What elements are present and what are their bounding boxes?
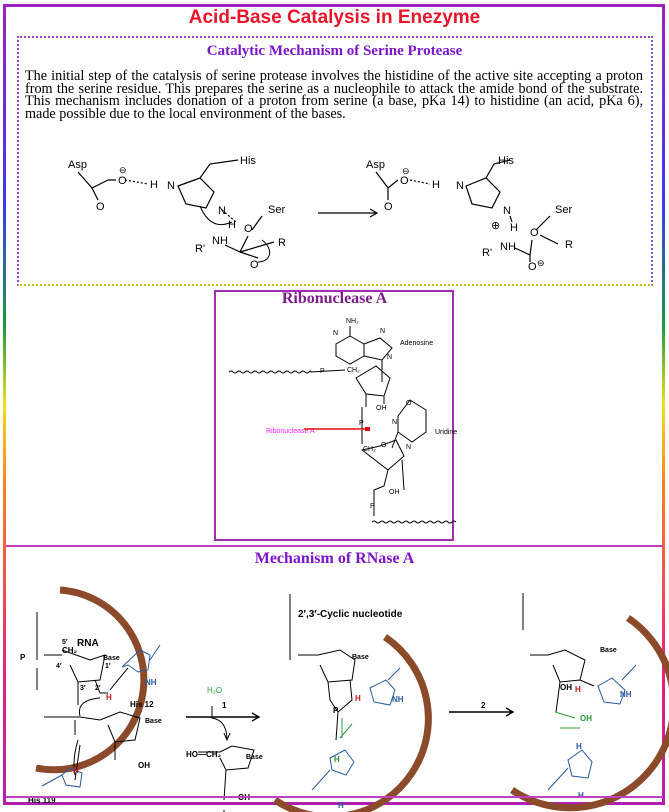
svg-text:CH₂: CH₂	[347, 367, 360, 374]
svg-text:N: N	[406, 444, 411, 451]
svg-text:OH: OH	[376, 405, 387, 412]
svg-text:Uridine: Uridine	[435, 429, 457, 436]
svg-text:P: P	[370, 503, 375, 510]
svg-text:O: O	[96, 201, 105, 213]
svg-text:⊖: ⊖	[119, 165, 127, 175]
svg-text:3′: 3′	[80, 685, 86, 692]
svg-text:Adenosine: Adenosine	[400, 340, 433, 347]
svg-text:CH₂: CH₂	[62, 646, 78, 655]
svg-text:R': R'	[195, 243, 205, 255]
svg-text:P: P	[333, 706, 339, 715]
svg-text:O: O	[250, 259, 259, 271]
ribonuclease-heading: Ribonuclease A	[281, 290, 388, 307]
svg-text:H: H	[228, 219, 236, 231]
svg-text:H: H	[576, 742, 582, 751]
svg-text:Base: Base	[352, 654, 369, 661]
svg-text:H: H	[338, 801, 344, 810]
svg-text:R: R	[565, 239, 573, 251]
svg-text:1: 1	[222, 701, 227, 710]
svg-text:Ser: Ser	[555, 204, 572, 216]
svg-text:H: H	[334, 755, 340, 764]
svg-text:O: O	[530, 227, 539, 239]
enzyme-surface-arc-2	[273, 634, 432, 812]
svg-text:OH: OH	[138, 761, 150, 770]
svg-text:O: O	[400, 175, 409, 187]
svg-text:2′: 2′	[95, 685, 101, 692]
svg-text:⊕: ⊕	[491, 220, 500, 232]
svg-text:RNA: RNA	[77, 638, 99, 649]
svg-text:OH: OH	[580, 714, 592, 723]
outer-frame	[3, 4, 665, 805]
svg-text:H₂O: H₂O	[207, 686, 222, 695]
svg-text:His: His	[240, 155, 256, 167]
svg-text:NH₂: NH₂	[346, 318, 359, 325]
svg-text:H: H	[355, 694, 361, 703]
rnase-mechanism-heading: Mechanism of RNase A	[254, 550, 415, 567]
svg-text:Base: Base	[600, 647, 617, 654]
svg-text:Base: Base	[145, 718, 162, 725]
enzyme-surface-arc-3	[510, 615, 669, 812]
svg-text:His 12: His 12	[130, 700, 154, 709]
svg-text:O: O	[384, 201, 393, 213]
svg-text:2: 2	[481, 701, 486, 710]
svg-text:N: N	[167, 180, 175, 192]
svg-text:HO—CH₂: HO—CH₂	[186, 750, 222, 759]
svg-text:N: N	[456, 180, 464, 192]
serine-protease-panel	[17, 36, 653, 286]
serine-protease-heading: Catalytic Mechanism of Serine Protease	[206, 43, 463, 59]
section-divider	[6, 545, 663, 547]
svg-text:1′: 1′	[105, 663, 111, 670]
svg-text:N: N	[333, 330, 338, 337]
svg-text:O: O	[528, 261, 537, 273]
serine-protease-description: The initial step of the catalysis of ser…	[25, 68, 643, 122]
svg-text:R: R	[278, 237, 286, 249]
svg-text:2′,3′-Cyclic nucleotide: 2′,3′-Cyclic nucleotide	[298, 609, 403, 620]
svg-text:N: N	[218, 205, 226, 217]
svg-text:Asp: Asp	[68, 159, 87, 171]
svg-text:Ribonuclease A: Ribonuclease A	[266, 428, 315, 435]
svg-text:P: P	[20, 653, 26, 662]
page-title: Acid-Base Catalysis in Enezyme	[188, 7, 481, 28]
svg-text:H: H	[578, 791, 584, 800]
svg-text:Base: Base	[246, 754, 263, 761]
svg-text:H: H	[432, 179, 440, 191]
svg-text:N: N	[392, 419, 397, 426]
svg-text:N: N	[503, 205, 511, 217]
svg-text:H: H	[150, 179, 158, 191]
svg-text:H: H	[575, 685, 581, 694]
svg-text:NH: NH	[500, 241, 516, 253]
svg-text:N: N	[380, 328, 385, 335]
svg-text:NH: NH	[620, 690, 632, 699]
svg-text:5′: 5′	[62, 639, 68, 646]
svg-text:Asp: Asp	[366, 159, 385, 171]
svg-text:O: O	[244, 223, 253, 235]
svg-text:Ser: Ser	[268, 204, 285, 216]
svg-text:NH: NH	[212, 235, 228, 247]
svg-text:⊖: ⊖	[402, 166, 410, 176]
svg-text:NH: NH	[392, 695, 404, 704]
svg-text:R': R'	[482, 247, 492, 259]
svg-text:H: H	[510, 222, 518, 234]
svg-text:OH: OH	[389, 489, 400, 496]
svg-text:CH₂: CH₂	[363, 446, 376, 453]
svg-text:O: O	[406, 400, 412, 407]
svg-text:H: H	[106, 693, 112, 702]
svg-text:N: N	[387, 354, 392, 361]
svg-text:⊖: ⊖	[537, 258, 545, 268]
ribonuclease-panel	[214, 290, 454, 541]
svg-text:4′: 4′	[56, 663, 62, 670]
svg-text:Base: Base	[103, 655, 120, 662]
svg-text:NH: NH	[145, 678, 157, 687]
svg-text:O: O	[118, 175, 127, 187]
svg-text:OH: OH	[560, 683, 572, 692]
svg-text:His 119: His 119	[28, 796, 56, 805]
svg-text:H: H	[73, 766, 79, 775]
bottom-rule	[6, 796, 663, 798]
enzyme-surface-arc-1	[35, 586, 148, 774]
svg-text:O: O	[381, 442, 387, 449]
